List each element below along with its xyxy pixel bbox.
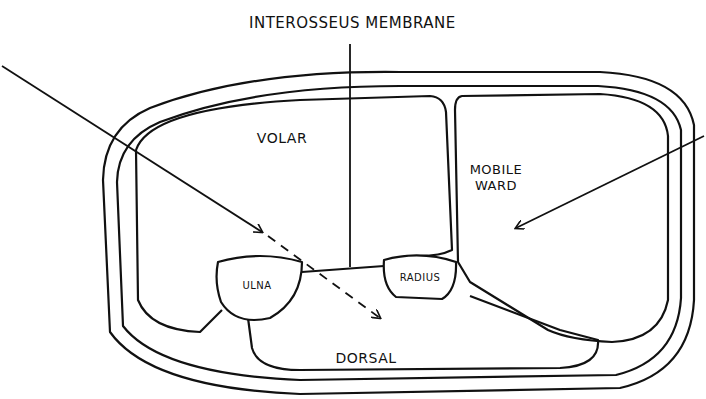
part-label: INTEROSSEUS MEMBRANE	[249, 14, 456, 32]
node-text: VOLAR	[237, 130, 327, 148]
compartment-label: DORSAL	[321, 350, 411, 368]
bone-label: ULNA	[235, 280, 279, 293]
node-text: ULNA	[235, 280, 279, 293]
node-text: MOBILE WARD	[456, 162, 536, 195]
bone-label: RADIUS	[392, 272, 448, 285]
node-text: DORSAL	[321, 350, 411, 368]
compartment-label: VOLAR	[237, 130, 327, 148]
compartment-label: MOBILE WARD	[456, 162, 536, 195]
node-text: RADIUS	[392, 272, 448, 285]
